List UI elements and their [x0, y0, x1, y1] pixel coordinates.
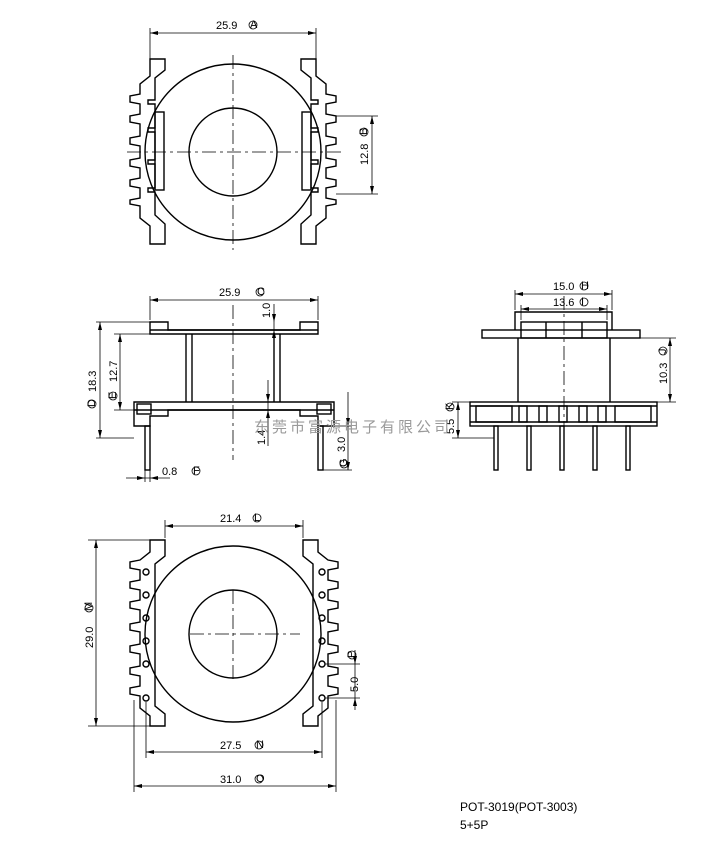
ref-a: A	[250, 19, 258, 31]
dim-front-pin-dia: 0.8	[162, 466, 177, 478]
ref-f: F	[193, 465, 200, 477]
dim-bottom-pitch: 5.0	[349, 677, 361, 692]
bottom-view: 21.4 L 29.0 M 27.5 N 31.0 O	[83, 512, 361, 792]
dim-front-width: 25.9	[219, 287, 240, 299]
dim-bottom-outer: 31.0	[220, 774, 241, 786]
front-view: 25.9 C 1.0 18.3 D 12.7 E 1.4	[86, 286, 352, 482]
ref-b: B	[358, 128, 370, 135]
dim-top-width: 25.9	[216, 20, 237, 32]
dim-side-base: 5.5	[445, 419, 457, 434]
ref-g: G	[338, 458, 350, 467]
watermark: 东莞市富源电子有限公司	[254, 418, 452, 436]
dim-side-inner: 13.6	[553, 297, 574, 309]
dim-top-slot: 12.8	[359, 144, 371, 165]
dim-front-pin-len: 3.0	[336, 437, 348, 452]
dim-side-width: 15.0	[553, 281, 574, 293]
dim-front-body: 12.7	[108, 361, 120, 382]
dim-bottom-inner: 21.4	[220, 513, 241, 525]
top-view: 25.9 A 12.8 B	[127, 19, 378, 250]
dim-front-base: 1.4	[256, 430, 268, 445]
part-number: POT-3019(POT-3003)	[460, 800, 578, 814]
ref-i: I	[581, 296, 584, 308]
ref-p: P	[346, 651, 358, 658]
dim-side-height: 10.3	[658, 363, 670, 384]
ref-e: E	[107, 392, 119, 399]
ref-d: D	[86, 399, 98, 407]
dim-front-flange: 1.0	[261, 303, 273, 318]
ref-h: H	[581, 280, 589, 292]
side-view: 15.0 H 13.6 I 10.3 J 5.5 K	[444, 280, 676, 471]
ref-c: C	[257, 286, 265, 298]
dim-front-total: 18.3	[87, 371, 99, 392]
ref-l: L	[254, 512, 260, 524]
ref-m: M	[83, 602, 95, 611]
ref-k: K	[444, 402, 456, 410]
dim-bottom-span: 27.5	[220, 740, 241, 752]
ref-j: J	[657, 349, 669, 355]
ref-o: O	[256, 773, 265, 785]
dim-bottom-height: 29.0	[84, 627, 96, 648]
pin-config: 5+5P	[460, 818, 489, 832]
ref-n: N	[256, 739, 264, 751]
